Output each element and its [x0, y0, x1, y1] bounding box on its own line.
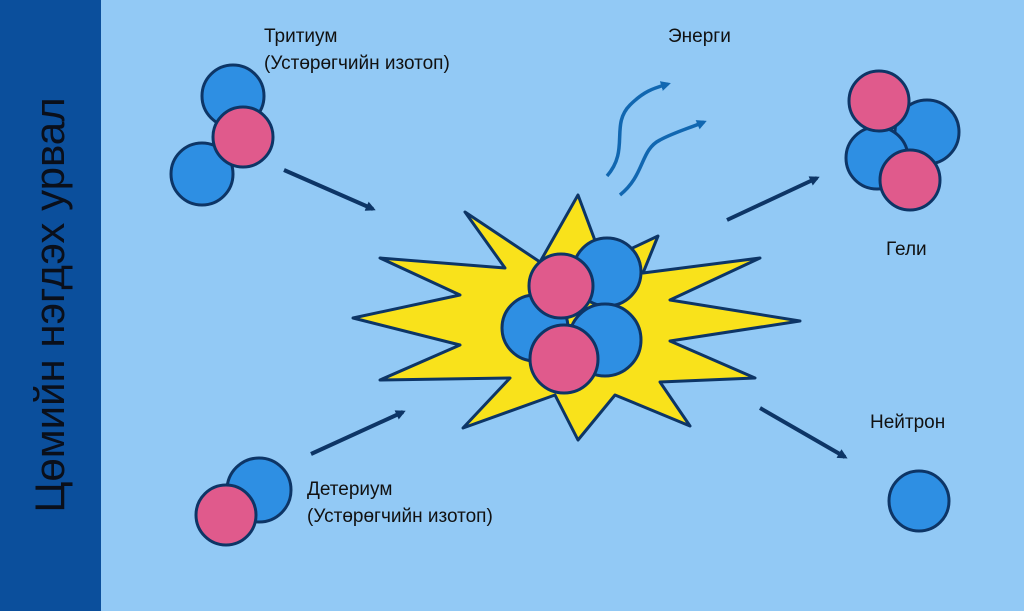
- neutron-label: Нейтрон: [870, 412, 945, 433]
- energy-label: Энерги: [668, 26, 731, 47]
- neutron-particle: [887, 469, 951, 533]
- tritium-label: Тритиум: [264, 26, 337, 47]
- helium-atom: [844, 69, 961, 212]
- helium-label: Гели: [886, 239, 927, 260]
- arrow-deuterium-in: [310, 410, 406, 456]
- arrow-helium-out: [726, 176, 820, 222]
- arrow-tritium-in: [283, 168, 376, 211]
- tritium-sublabel: (Устөрөгчийн изотоп): [264, 53, 450, 74]
- deuterium-atom: [194, 456, 293, 547]
- sidebar: Цөмийн нэгдэх урвал: [0, 0, 101, 611]
- deuterium-sublabel: (Устөрөгчийн изотоп): [307, 506, 493, 527]
- fused-nucleus: [500, 236, 643, 395]
- energy-wave-1: [605, 81, 671, 178]
- tritium-atom: [169, 63, 275, 207]
- arrow-neutron-out: [759, 406, 848, 459]
- energy-wave-2: [618, 120, 707, 197]
- deuterium-label: Детериум: [307, 479, 392, 500]
